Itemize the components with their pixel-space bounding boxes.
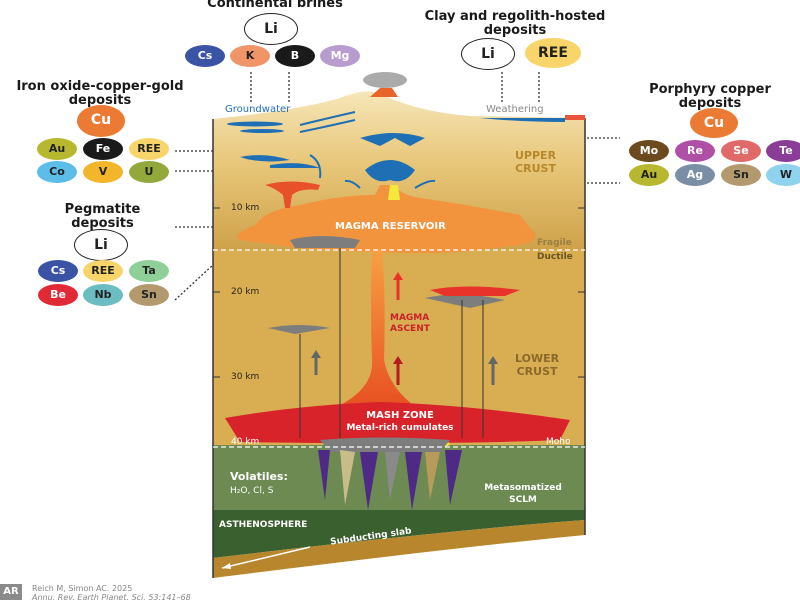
iocg-u-badge: U (129, 161, 169, 183)
porphyry-title-line2: deposits (678, 96, 742, 111)
asthenosphere-label: ASTHENOSPHERE (219, 520, 308, 530)
volatiles-title: Volatiles: (230, 470, 288, 483)
pegmatite-ree-badge: REE (83, 260, 123, 282)
moho-label: Moho (546, 437, 571, 447)
porphyry-cu-badge: Cu (690, 108, 738, 138)
citation: Reich M, Simon AC. 2025 Annu. Rev. Earth… (32, 584, 191, 602)
ar-logo: AR (0, 584, 22, 600)
clay-title-line1: Clay and regolith-hosted (424, 9, 606, 24)
weathering-label: Weathering (486, 104, 544, 115)
porphyry-re-badge: Re (675, 140, 715, 162)
continental-brines-title: Continental brines (207, 0, 343, 11)
depth-10km: 10 km (231, 203, 260, 213)
brines-b-badge: B (275, 45, 315, 67)
iocg-title: Iron oxide-copper-gold deposits (0, 80, 205, 108)
clay-regolith-title: Clay and regolith-hosted deposits (400, 10, 630, 38)
porphyry-mo-badge: Mo (629, 140, 669, 162)
pegmatite-title-line1: Pegmatite (64, 202, 141, 217)
lower-crust-label: LOWER CRUST (515, 352, 559, 378)
iocg-title-line1: Iron oxide-copper-gold (16, 79, 184, 94)
sclm-label: Metasomatized SCLM (473, 482, 573, 506)
depth-20km: 20 km (231, 287, 260, 297)
depth-40km: 40 km (231, 437, 260, 447)
clay-ree-badge: REE (525, 38, 581, 68)
citation-journal: Annu. Rev. Earth Planet. Sci. 53:141–68 (32, 593, 191, 602)
iocg-ree-badge: REE (129, 138, 169, 160)
volatiles-label: Volatiles: H₂O, Cl, S (230, 470, 288, 498)
iocg-co-badge: Co (37, 161, 77, 183)
clay-li-badge: Li (461, 38, 515, 70)
iocg-au-badge: Au (37, 138, 77, 160)
upper-label: UPPER (515, 149, 557, 162)
mash-zone (225, 402, 570, 444)
magma-conduit (300, 250, 440, 420)
pegmatite-be-badge: Be (38, 284, 78, 306)
groundwater-label: Groundwater (225, 104, 291, 115)
volcano (370, 88, 398, 97)
upper-crust-label: UPPER CRUST (515, 149, 556, 175)
porphyry-se-badge: Se (721, 140, 761, 162)
pegmatite-ta-badge: Ta (129, 260, 169, 282)
magma-reservoir (237, 185, 536, 253)
magma-ascent-label: MAGMA ASCENT (390, 313, 430, 335)
ductile-label: Ductile (537, 252, 573, 262)
porphyry-title-line1: Porphyry copper (649, 82, 771, 97)
ascent-word: ASCENT (390, 324, 430, 334)
iocg-fe-badge: Fe (83, 138, 123, 160)
porphyry-au-badge: Au (629, 164, 669, 186)
iocg-title-line2: deposits (68, 93, 132, 108)
mantle-melt-channels (318, 450, 462, 510)
fragile-label: Fragile (537, 238, 572, 248)
porphyry-title: Porphyry copper deposits (620, 83, 800, 111)
mash-title: MASH ZONE (366, 410, 434, 421)
ash-cloud (363, 72, 407, 88)
porphyry-ag-badge: Ag (675, 164, 715, 186)
depth-30km: 30 km (231, 372, 260, 382)
pegmatite-cs-badge: Cs (38, 260, 78, 282)
subducting-slab (213, 520, 585, 578)
porphyry-te-badge: Te (766, 140, 800, 162)
porphyry-w-badge: W (766, 164, 800, 186)
brines-k-badge: K (230, 45, 270, 67)
mash-zone-label: MASH ZONE Metal-rich cumulates (330, 410, 470, 434)
magma-reservoir-label: MAGMA RESERVOIR (335, 221, 446, 232)
sclm-word: SCLM (509, 495, 537, 505)
brines-li-badge: Li (244, 13, 298, 45)
pegmatite-title-line2: deposits (71, 216, 134, 231)
brines-mg-badge: Mg (320, 45, 360, 67)
pegmatite-title: Pegmatite deposits (40, 203, 165, 231)
asthenosphere (213, 510, 585, 558)
porphyry-sn-badge: Sn (721, 164, 761, 186)
lower-label: LOWER (515, 352, 560, 365)
iocg-cu-badge: Cu (77, 105, 125, 137)
volatiles-list: H₂O, Cl, S (230, 486, 274, 496)
iocg-v-badge: V (83, 161, 123, 183)
lower-crust-word: CRUST (516, 365, 558, 378)
crust-label: CRUST (515, 162, 556, 175)
pegmatite-sn-badge: Sn (129, 284, 169, 306)
citation-authors: Reich M, Simon AC. 2025 (32, 584, 133, 593)
pegmatite-nb-badge: Nb (83, 284, 123, 306)
mash-subtitle: Metal-rich cumulates (346, 423, 454, 433)
metasomatized-word: Metasomatized (484, 483, 562, 493)
clay-title-line2: deposits (483, 23, 547, 38)
brines-cs-badge: Cs (185, 45, 225, 67)
magma-word: MAGMA (390, 313, 430, 323)
